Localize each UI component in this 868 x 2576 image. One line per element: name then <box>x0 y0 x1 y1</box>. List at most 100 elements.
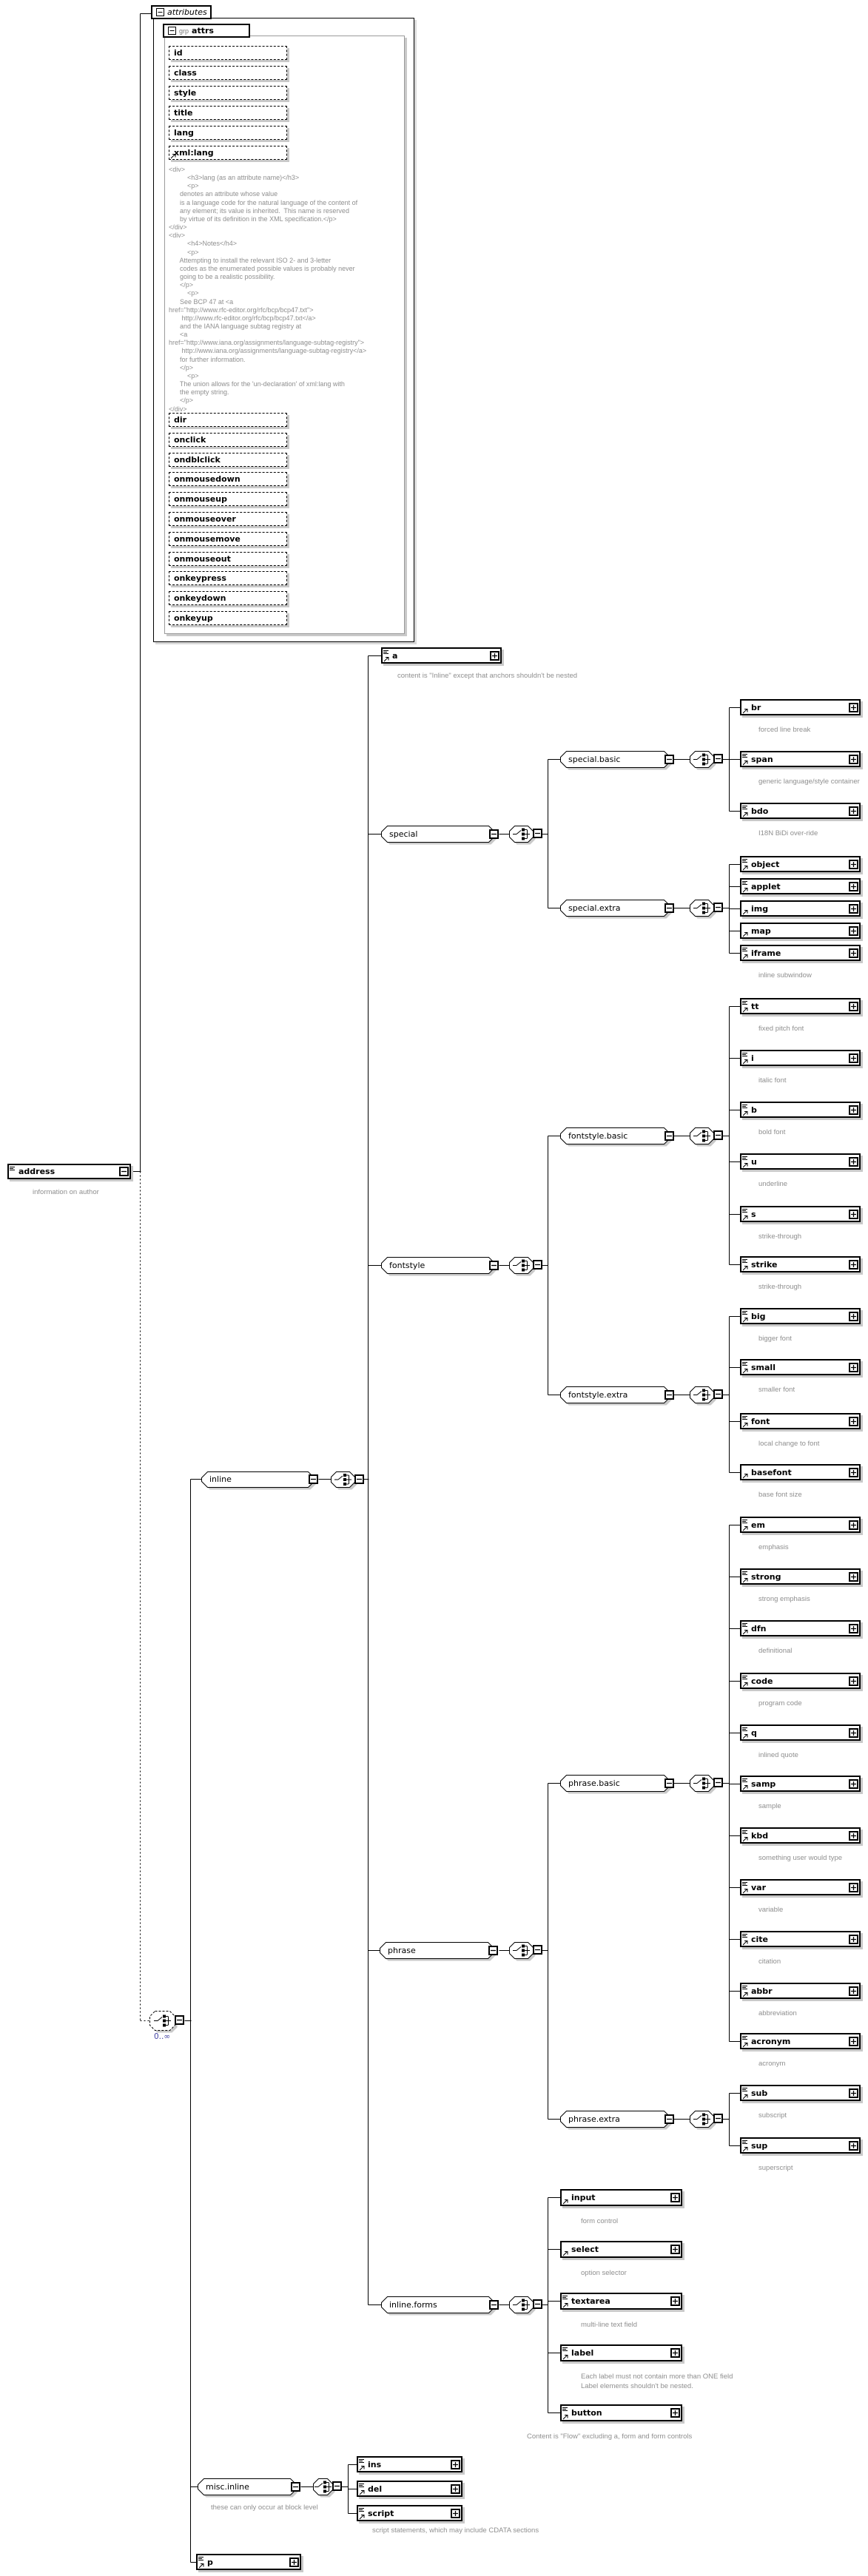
attribute-box-class[interactable]: class <box>169 66 287 80</box>
choice-compositor[interactable] <box>690 2111 718 2131</box>
expand-button[interactable] <box>849 1986 858 1996</box>
element-box-img[interactable]: img <box>740 900 861 917</box>
expand-button[interactable] <box>490 650 499 661</box>
collapse-button[interactable] <box>713 903 723 912</box>
element-box-tt[interactable]: tt <box>740 998 861 1014</box>
expand-button[interactable] <box>849 1001 858 1011</box>
expand-button[interactable] <box>849 903 858 914</box>
collapse-button[interactable] <box>665 1778 674 1788</box>
collapse-button[interactable] <box>665 2114 674 2124</box>
collapse-button[interactable] <box>175 2015 184 2025</box>
element-box-dfn[interactable]: dfn <box>740 1620 861 1636</box>
element-box-del[interactable]: del <box>357 2481 462 2497</box>
expand-button[interactable] <box>289 2557 299 2567</box>
expand-button[interactable] <box>849 1416 858 1426</box>
element-box-bdo[interactable]: bdo <box>740 803 861 819</box>
choice-compositor[interactable] <box>690 751 718 772</box>
element-box-span[interactable]: span <box>740 751 861 767</box>
choice-compositor[interactable] <box>690 900 718 920</box>
collapse-button[interactable] <box>309 1474 318 1484</box>
element-box-em[interactable]: em <box>740 1517 861 1533</box>
choice-compositor[interactable] <box>313 2478 337 2499</box>
expand-button[interactable] <box>670 2245 680 2254</box>
attributes-tab[interactable]: attributes <box>151 5 212 19</box>
attribute-box-onmouseover[interactable]: onmouseover <box>169 512 287 526</box>
collapse-button[interactable] <box>713 2114 723 2123</box>
expand-button[interactable] <box>849 1778 858 1789</box>
expand-button[interactable] <box>849 948 858 958</box>
expand-button[interactable] <box>849 1467 858 1477</box>
collapse-button[interactable] <box>489 2299 499 2310</box>
expand-button[interactable] <box>849 1259 858 1270</box>
choice-compositor[interactable] <box>509 1257 537 1278</box>
attribute-box-style[interactable]: style <box>169 86 287 100</box>
expand-button[interactable] <box>849 1882 858 1892</box>
attribute-box-onmouseup[interactable]: onmouseup <box>169 492 287 506</box>
expand-button[interactable] <box>849 1156 858 1167</box>
collapse-button[interactable] <box>533 1260 542 1270</box>
collapse-button[interactable] <box>168 27 176 35</box>
collapse-button[interactable] <box>665 903 674 913</box>
expand-button[interactable] <box>670 2193 680 2202</box>
element-box-select[interactable]: select <box>560 2241 682 2258</box>
expand-button[interactable] <box>849 1623 858 1633</box>
group-box-fontstyle[interactable]: fontstyle <box>381 1257 499 1278</box>
collapse-button[interactable] <box>533 829 542 838</box>
element-box-small[interactable]: small <box>740 1359 861 1375</box>
element-box-button[interactable]: button <box>560 2404 682 2421</box>
collapse-button[interactable] <box>713 1130 723 1140</box>
expand-button[interactable] <box>849 806 858 816</box>
element-box-basefont[interactable]: basefont <box>740 1464 861 1480</box>
choice-compositor[interactable] <box>509 2296 537 2317</box>
collapse-button[interactable] <box>713 1778 723 1787</box>
attribute-box-id[interactable]: id <box>169 46 287 60</box>
collapse-button[interactable] <box>713 754 723 763</box>
collapse-button[interactable] <box>156 8 164 16</box>
element-box-address[interactable]: address <box>7 1164 131 1179</box>
group-box-special-basic[interactable]: special.basic <box>560 751 674 772</box>
expand-button[interactable] <box>451 2459 460 2469</box>
collapse-button[interactable] <box>488 1945 498 1955</box>
element-box-textarea[interactable]: textarea <box>560 2293 682 2310</box>
element-box-applet[interactable]: applet <box>740 878 861 894</box>
group-box-phrase-extra[interactable]: phrase.extra <box>560 2111 674 2131</box>
choice-compositor[interactable] <box>690 1386 718 1407</box>
element-box-iframe[interactable]: iframe <box>740 945 861 961</box>
expand-button[interactable] <box>849 1053 858 1063</box>
choice-compositor[interactable] <box>509 826 537 846</box>
expand-button[interactable] <box>849 1676 858 1686</box>
expand-button[interactable] <box>670 2296 680 2306</box>
expand-button[interactable] <box>451 2484 460 2494</box>
collapse-button[interactable] <box>533 2299 542 2309</box>
attribute-box-title[interactable]: title <box>169 106 287 120</box>
attribute-box-lang[interactable]: lang <box>169 126 287 140</box>
expand-button[interactable] <box>849 1362 858 1372</box>
attribute-box-onclick[interactable]: onclick <box>169 433 287 447</box>
element-box-q[interactable]: q <box>740 1724 861 1741</box>
element-box-kbd[interactable]: kbd <box>740 1827 861 1844</box>
attribute-box-onmouseout[interactable]: onmouseout <box>169 552 287 566</box>
element-box-input[interactable]: input <box>560 2189 682 2206</box>
expand-button[interactable] <box>849 754 858 764</box>
collapse-button[interactable] <box>713 1389 723 1399</box>
element-box-samp[interactable]: samp <box>740 1776 861 1792</box>
collapse-button[interactable] <box>665 1389 674 1400</box>
expand-button[interactable] <box>451 2508 460 2518</box>
collapse-button[interactable] <box>119 1167 129 1176</box>
attribute-box-onkeydown[interactable]: onkeydown <box>169 591 287 605</box>
element-box-i[interactable]: i <box>740 1050 861 1066</box>
element-box-u[interactable]: u <box>740 1153 861 1170</box>
element-box-code[interactable]: code <box>740 1673 861 1689</box>
expand-button[interactable] <box>670 2348 680 2358</box>
attribute-box-dir[interactable]: dir <box>169 413 287 427</box>
group-box-misc-inline[interactable]: misc.inline <box>198 2478 300 2499</box>
element-box-p[interactable]: p <box>196 2554 301 2570</box>
element-box-strike[interactable]: strike <box>740 1256 861 1272</box>
expand-button[interactable] <box>849 859 858 869</box>
element-box-script[interactable]: script <box>357 2505 462 2521</box>
element-box-cite[interactable]: cite <box>740 1931 861 1947</box>
expand-button[interactable] <box>849 1934 858 1944</box>
collapse-button[interactable] <box>332 2481 342 2491</box>
choice-compositor[interactable] <box>331 1471 359 1491</box>
